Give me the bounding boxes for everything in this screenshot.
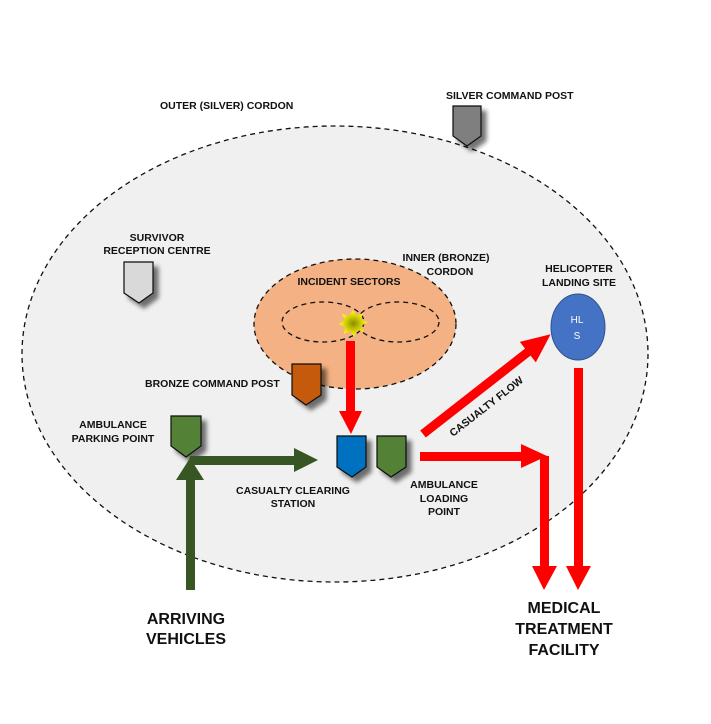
ambulance-loading-label-line3: POINT [428, 506, 461, 518]
incident-sector-right [356, 301, 440, 343]
ambulance-loading-label-line1: AMBULANCE [410, 479, 478, 491]
incident-sectors-label: INCIDENT SECTORS [297, 276, 400, 288]
silver-command-post-icon [452, 105, 482, 147]
arriving-vehicles-label-line1: ARRIVING [147, 611, 225, 628]
inner-cordon-label-line2: CORDON [427, 266, 474, 278]
medical-facility-label-line2: TREATMENT [515, 621, 613, 638]
ambulance-parking-label-line2: PARKING POINT [72, 433, 155, 445]
survivor-reception-label-line2: RECEPTION CENTRE [103, 245, 210, 257]
loading-to-facility-arrow-midhead [521, 444, 547, 468]
ambulance-parking-point-icon [170, 415, 202, 458]
incident-to-ccs-arrow-head [339, 411, 362, 434]
survivor-reception-label-line1: SURVIVOR [130, 232, 185, 244]
medical-facility-label-line3: FACILITY [528, 642, 599, 659]
ambulance-parking-label-line1: AMBULANCE [79, 419, 147, 431]
casualty-clearing-station-icon [336, 435, 367, 478]
bronze-command-post-label: BRONZE COMMAND POST [145, 378, 280, 390]
survivor-reception-icon [123, 261, 154, 304]
bronze-command-post-icon [291, 363, 322, 406]
outer-cordon-label: OUTER (SILVER) CORDON [160, 100, 293, 112]
loading-to-facility-arrow-horizontal [420, 452, 525, 461]
ambulance-loading-point-icon [376, 435, 407, 478]
helicopter-landing-label-line1: HELICOPTER [545, 263, 613, 275]
inner-cordon-label-line1: INNER (BRONZE) [403, 252, 490, 264]
hls-to-facility-arrow-shaft [574, 368, 583, 568]
incident-star-icon [339, 310, 368, 337]
ambulance-loading-label-line2: LOADING [420, 493, 468, 505]
medical-facility-label-line1: MEDICAL [528, 600, 601, 617]
vehicle-route-arrow-shaft [190, 456, 295, 465]
loading-to-facility-arrow-head [532, 566, 557, 590]
casualty-clearing-label-line2: STATION [271, 498, 316, 510]
arriving-vehicles-arrow-shaft [186, 478, 195, 590]
casualty-clearing-label-line1: CASUALTY CLEARING [236, 485, 350, 497]
casualty-flow-to-hls-arrow [420, 334, 551, 438]
helicopter-landing-site-icon [550, 293, 606, 361]
arriving-vehicles-label-line2: VEHICLES [146, 631, 226, 648]
vehicle-route-arrow-head [294, 448, 318, 472]
incident-to-ccs-arrow-shaft [346, 341, 355, 413]
helicopter-landing-label-line2: LANDING SITE [542, 277, 616, 289]
hls-marker-line2: S [574, 331, 581, 342]
arriving-vehicles-arrow-head [176, 458, 204, 480]
loading-to-facility-arrow-vertical [540, 456, 549, 568]
hls-marker-line1: HL [571, 315, 584, 326]
silver-command-post-label: SILVER COMMAND POST [446, 90, 574, 102]
hls-to-facility-arrow-head [566, 566, 591, 590]
